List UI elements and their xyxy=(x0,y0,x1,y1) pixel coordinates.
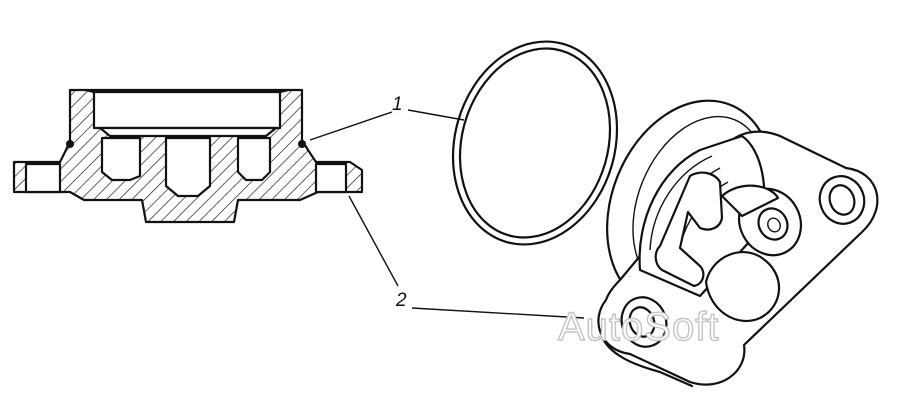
callout-2-label: 2 xyxy=(395,290,407,311)
o-ring-part xyxy=(451,40,619,246)
o-ring-section-left xyxy=(66,140,74,148)
o-ring-section-right xyxy=(298,140,306,148)
callout-1-label: 1 xyxy=(392,94,403,115)
watermark-text: AutoSoft xyxy=(558,305,719,349)
callout-1: 1 xyxy=(309,94,465,141)
callout-2: 2 xyxy=(348,195,585,319)
housing-3d-view xyxy=(597,99,879,388)
housing-cross-section xyxy=(12,88,364,224)
